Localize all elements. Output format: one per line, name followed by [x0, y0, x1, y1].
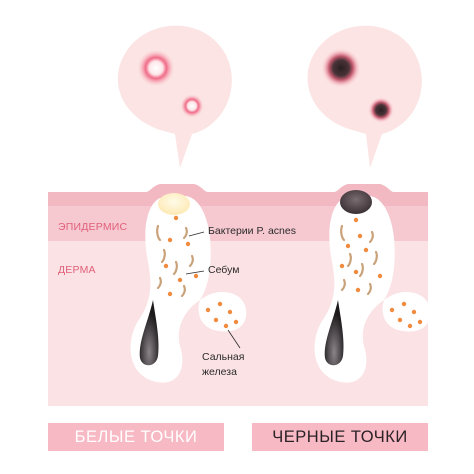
gland-label-line2: железа	[202, 366, 237, 378]
bacteria-leader-line	[188, 231, 205, 237]
blackhead-large-spot	[321, 48, 361, 88]
whitehead-large-spot	[137, 49, 175, 87]
dermis-label: ДЕРМА	[58, 264, 96, 276]
whiteheads-caption: БЕЛЫЕ ТОЧКИ	[48, 423, 224, 451]
blackheads-caption: ЧЕРНЫЕ ТОЧКИ	[252, 423, 428, 451]
gland-leader-line	[227, 329, 241, 349]
whitehead-small-spot	[180, 94, 204, 118]
whitehead-follicle	[130, 193, 247, 383]
hair-right	[324, 300, 344, 366]
epidermis-label: ЭПИДЕРМИС	[58, 221, 128, 233]
whitehead-closeup-bubble	[117, 25, 232, 168]
gland-label-line1: Сальная	[202, 351, 245, 363]
sebum-leader-line	[185, 270, 205, 275]
skin-surface	[48, 184, 428, 206]
whitehead-bacteria	[163, 215, 239, 329]
blackhead-follicle	[314, 190, 431, 383]
blackhead-plug	[340, 190, 372, 214]
whitehead-contents	[156, 224, 194, 298]
blackhead-bacteria	[339, 217, 423, 329]
whitehead-sebum-cap	[158, 193, 190, 215]
blackhead-closeup-bubble	[307, 25, 422, 168]
sebum-label: Себум	[208, 264, 240, 276]
hair-left	[139, 300, 159, 366]
blackhead-small-spot	[368, 97, 394, 123]
bacteria-label: Бактерии P. acnes	[208, 225, 296, 237]
blackhead-contents	[340, 224, 378, 296]
